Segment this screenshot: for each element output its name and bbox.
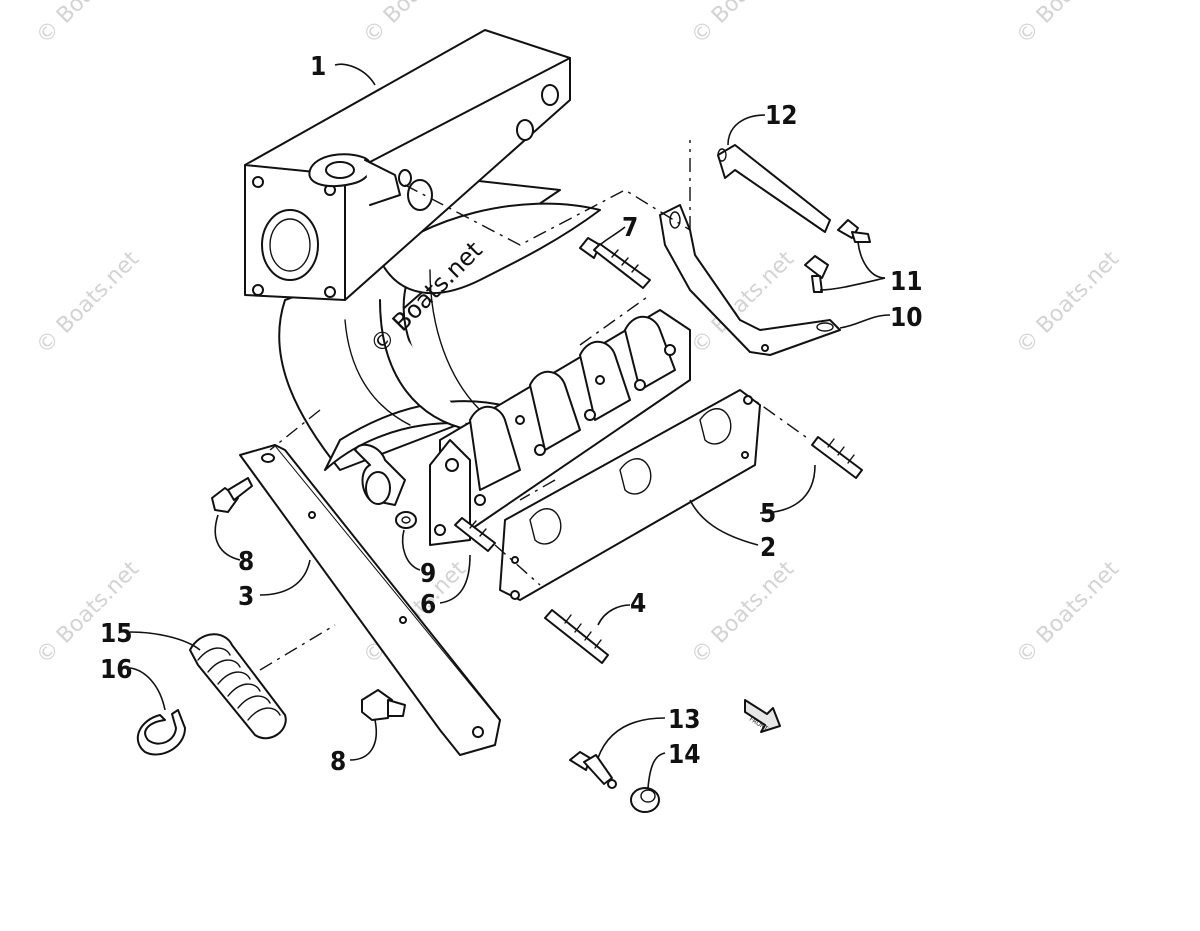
part-6-stud: [454, 517, 496, 552]
part-16-clamp: [136, 709, 186, 756]
callout-12: 12: [765, 101, 798, 131]
watermark: © Boats.net: [687, 556, 800, 669]
callout-11: 11: [890, 267, 923, 297]
part-11-bolt-a: [837, 219, 871, 243]
callout-2: 2: [760, 533, 776, 563]
watermark: © Boats.net: [1012, 556, 1125, 669]
callout-1: 1: [310, 52, 326, 82]
watermark: © Boats.net: [32, 246, 145, 359]
callout-7: 7: [622, 213, 638, 243]
callout-8-upper: 8: [238, 547, 254, 577]
callout-3: 3: [238, 582, 254, 612]
part-9-washer: [395, 511, 417, 529]
callout-6: 6: [420, 590, 436, 620]
watermark: © Boats.net: [32, 556, 145, 669]
part-8-bolt-lower: [361, 689, 406, 721]
front-arrow-icon: FRONT: [744, 699, 781, 733]
watermark: © Boats.net: [1012, 246, 1125, 359]
part-13-sensor: [569, 751, 617, 789]
callout-16: 16: [100, 655, 133, 685]
part-2-gasket: [499, 389, 761, 601]
callout-14: 14: [668, 740, 701, 770]
callout-4: 4: [630, 589, 646, 619]
watermark: © Boats.net: [359, 0, 472, 49]
watermark: © Boats.net: [687, 0, 800, 49]
watermark: © Boats.net: [32, 0, 145, 49]
part-5-stud: [811, 436, 863, 479]
part-11-bolt-b: [804, 255, 829, 293]
callout-8-lower: 8: [330, 747, 346, 777]
part-4-stud: [544, 609, 609, 664]
part-12-bracket: [717, 144, 831, 233]
assembly-lines: [259, 140, 811, 671]
part-7-bolt: [579, 237, 651, 289]
callout-15: 15: [100, 619, 133, 649]
callout-5: 5: [760, 499, 776, 529]
part-3-long-bracket: [239, 444, 501, 756]
watermark: © Boats.net: [1012, 0, 1125, 49]
leader-lines: [129, 63, 891, 789]
callout-labels: 1 2 3 4 5 6 7 8 8 9 10 11 12 13 14 15 16: [100, 52, 923, 777]
callout-9: 9: [420, 559, 436, 589]
part-8-bolt-upper: [211, 477, 253, 513]
manifold-block: [354, 309, 691, 546]
callout-10: 10: [890, 303, 923, 333]
callout-13: 13: [668, 705, 701, 735]
part-14-grommet: [630, 787, 660, 813]
watermark-layer: © Boats.net © Boats.net © Boats.net © Bo…: [32, 0, 1125, 669]
part-15-boot: [189, 633, 287, 740]
